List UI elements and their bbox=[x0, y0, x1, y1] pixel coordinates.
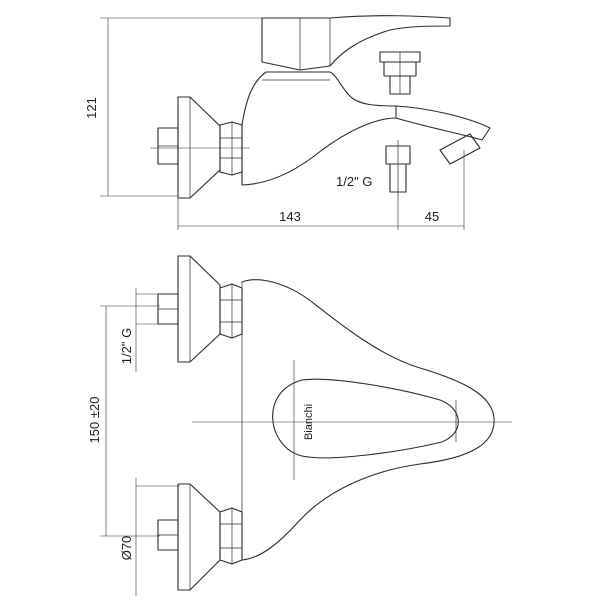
spout-nozzle bbox=[439, 133, 481, 165]
lower-inlet bbox=[157, 483, 243, 591]
brand-label: Bianchi bbox=[303, 404, 315, 440]
wall-flange-top bbox=[177, 96, 221, 199]
side-view: 121 bbox=[84, 15, 491, 230]
lever-handle-front bbox=[272, 378, 459, 459]
mixer-body-side bbox=[241, 71, 397, 186]
lever-handle-side bbox=[261, 15, 451, 71]
mixer-body-front bbox=[241, 279, 495, 561]
diameter-bracket: Ø70 bbox=[119, 478, 180, 596]
thread-label-side: 1/2" G bbox=[119, 328, 134, 364]
diameter-label: Ø70 bbox=[119, 536, 134, 561]
center-distance-label: 150 ±20 bbox=[87, 397, 102, 444]
hex-nut-top bbox=[219, 121, 243, 176]
spout-label: 45 bbox=[425, 209, 439, 224]
height-label: 121 bbox=[84, 97, 99, 119]
length-label: 143 bbox=[279, 209, 301, 224]
spout-side bbox=[395, 105, 491, 141]
diverter-knob bbox=[379, 51, 421, 95]
thread-bracket: 1/2" G bbox=[119, 288, 160, 372]
length-dimensions: 143 45 bbox=[177, 198, 464, 230]
center-distance-dimension: 150 ±20 bbox=[87, 305, 160, 537]
upper-inlet bbox=[157, 255, 243, 363]
front-view: 150 ±20 1/2" G Ø70 bbox=[87, 255, 512, 596]
outlet-connector bbox=[385, 140, 411, 200]
thread-label-top: 1/2" G bbox=[336, 174, 372, 189]
height-dimension: 121 bbox=[84, 17, 262, 197]
